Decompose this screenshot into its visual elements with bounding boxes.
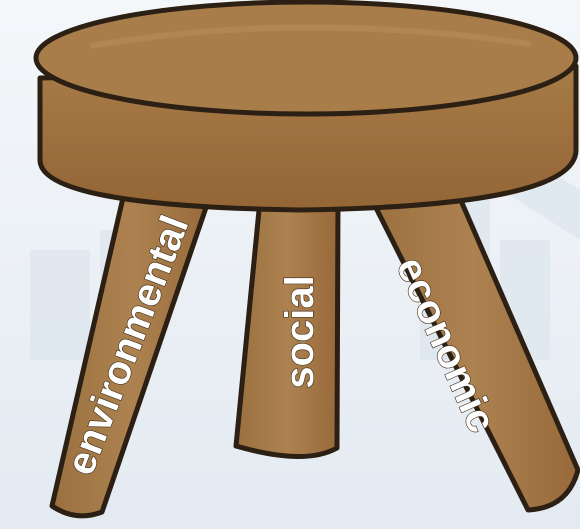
- stool-seat: [36, 2, 576, 210]
- leg-label-social: social: [278, 275, 322, 388]
- seat-top: [36, 2, 576, 114]
